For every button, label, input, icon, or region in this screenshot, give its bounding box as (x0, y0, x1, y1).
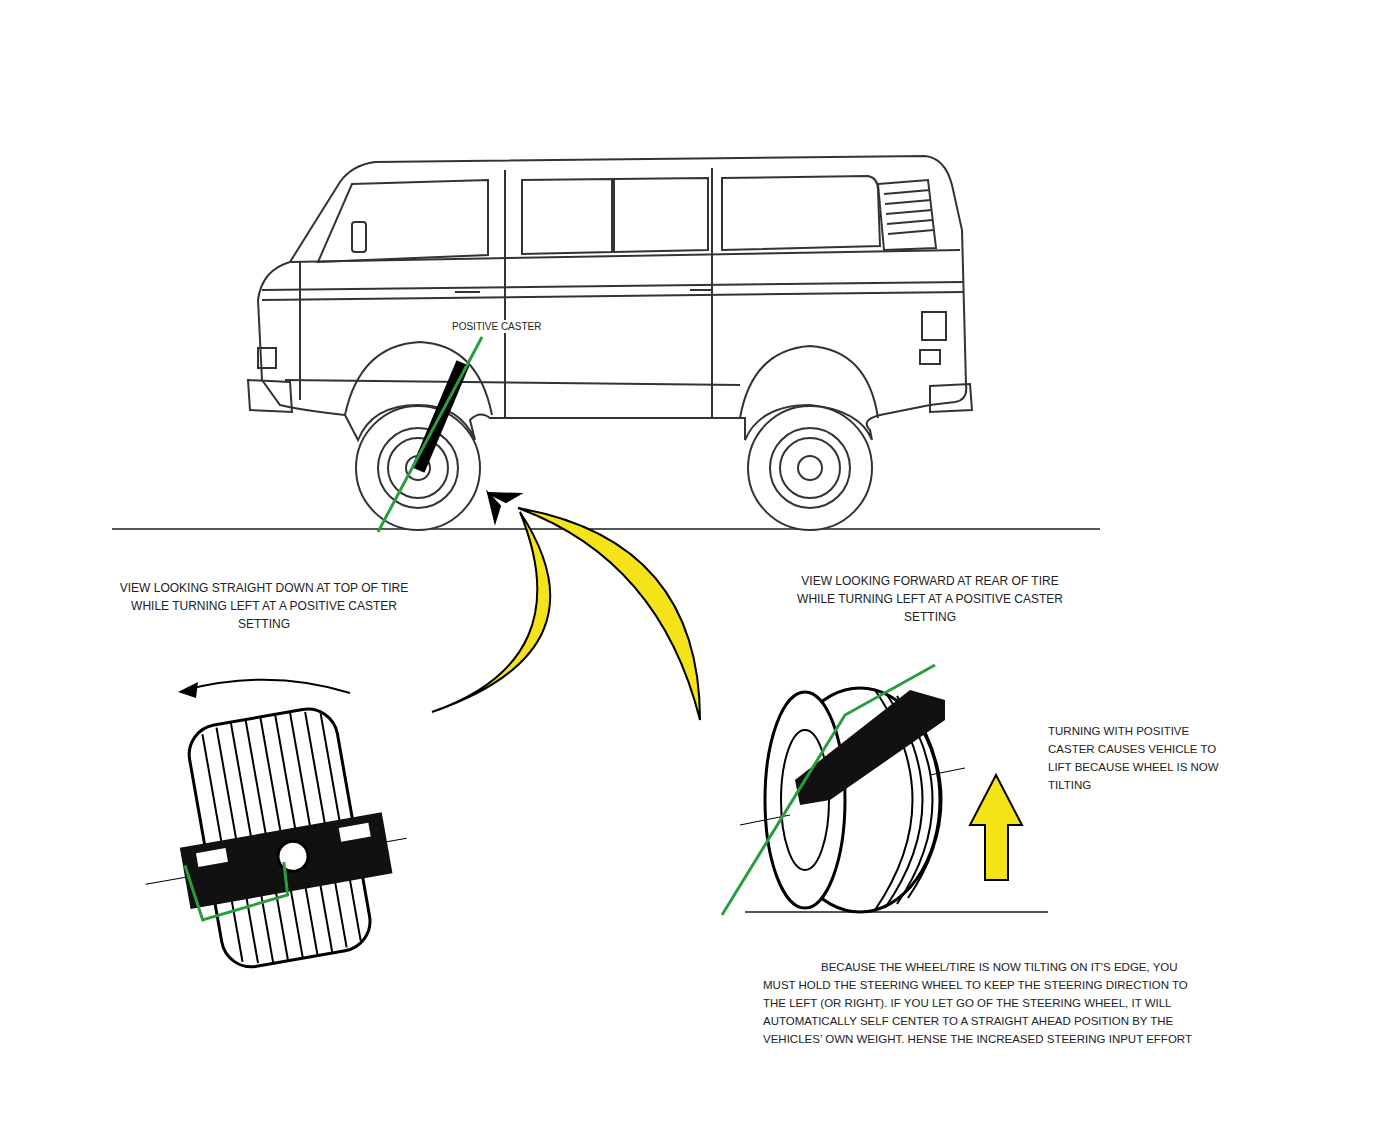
rear-view-tire (722, 665, 935, 915)
top-view-tire (196, 848, 228, 867)
van-outline (922, 312, 946, 340)
yellow-swoosh-arrows (518, 508, 700, 720)
rear-wheel (770, 428, 850, 508)
van-outline (722, 176, 880, 250)
van-outline (258, 156, 966, 440)
rear-view-tire (795, 690, 945, 805)
note-text: BECAUSE THE WHEEL/TIRE IS NOW TILTING ON… (763, 958, 1208, 1048)
van-outline (455, 290, 712, 292)
van-outline (522, 179, 612, 254)
view-caption: VIEW LOOKING STRAIGHT DOWN AT TOP OF TIR… (118, 579, 410, 633)
note-text: TURNING WITH POSITIVE CASTER CAUSES VEHI… (1048, 722, 1228, 794)
axis-label: POSITIVE CASTER (450, 320, 543, 333)
van-outline (248, 380, 292, 412)
van-outline (299, 262, 301, 400)
yellow-swoosh-arrows (432, 512, 550, 712)
van-outline (352, 222, 366, 252)
rear-wheel (780, 438, 840, 498)
van-outline (614, 178, 708, 252)
rear-wheel (748, 406, 872, 530)
rear-wheel (748, 406, 872, 530)
yellow-swoosh-arrows (432, 493, 700, 720)
van-outline (285, 380, 740, 385)
rear-view-tire (722, 665, 1048, 915)
turn-arrowhead (178, 682, 198, 698)
top-view-tire (185, 848, 291, 921)
van-outline (884, 190, 934, 234)
top-view-tire (276, 839, 311, 874)
yellow-swoosh-arrows (488, 493, 500, 522)
rear-view-tire (745, 911, 1048, 913)
van-outline (345, 342, 492, 415)
van-outline (711, 168, 713, 418)
van-outline (248, 156, 972, 440)
van-outline (920, 350, 940, 364)
caster-axis-line (378, 337, 482, 532)
top-view-tire (339, 823, 371, 842)
rear-view-tire (930, 768, 965, 775)
van-outline (504, 170, 506, 418)
lift-arrow (970, 775, 1022, 880)
van-outline (258, 348, 276, 368)
rear-wheel (798, 456, 822, 480)
van-outline (262, 282, 964, 290)
turn-arrow (185, 680, 350, 693)
top-view-tire (120, 696, 424, 983)
van-outline (262, 292, 964, 300)
van-outline (930, 384, 972, 412)
van-outline (318, 180, 488, 262)
van-outline (878, 180, 936, 250)
ground-line (112, 528, 1100, 530)
view-caption: VIEW LOOKING FORWARD AT REAR OF TIRE WHI… (796, 572, 1064, 626)
